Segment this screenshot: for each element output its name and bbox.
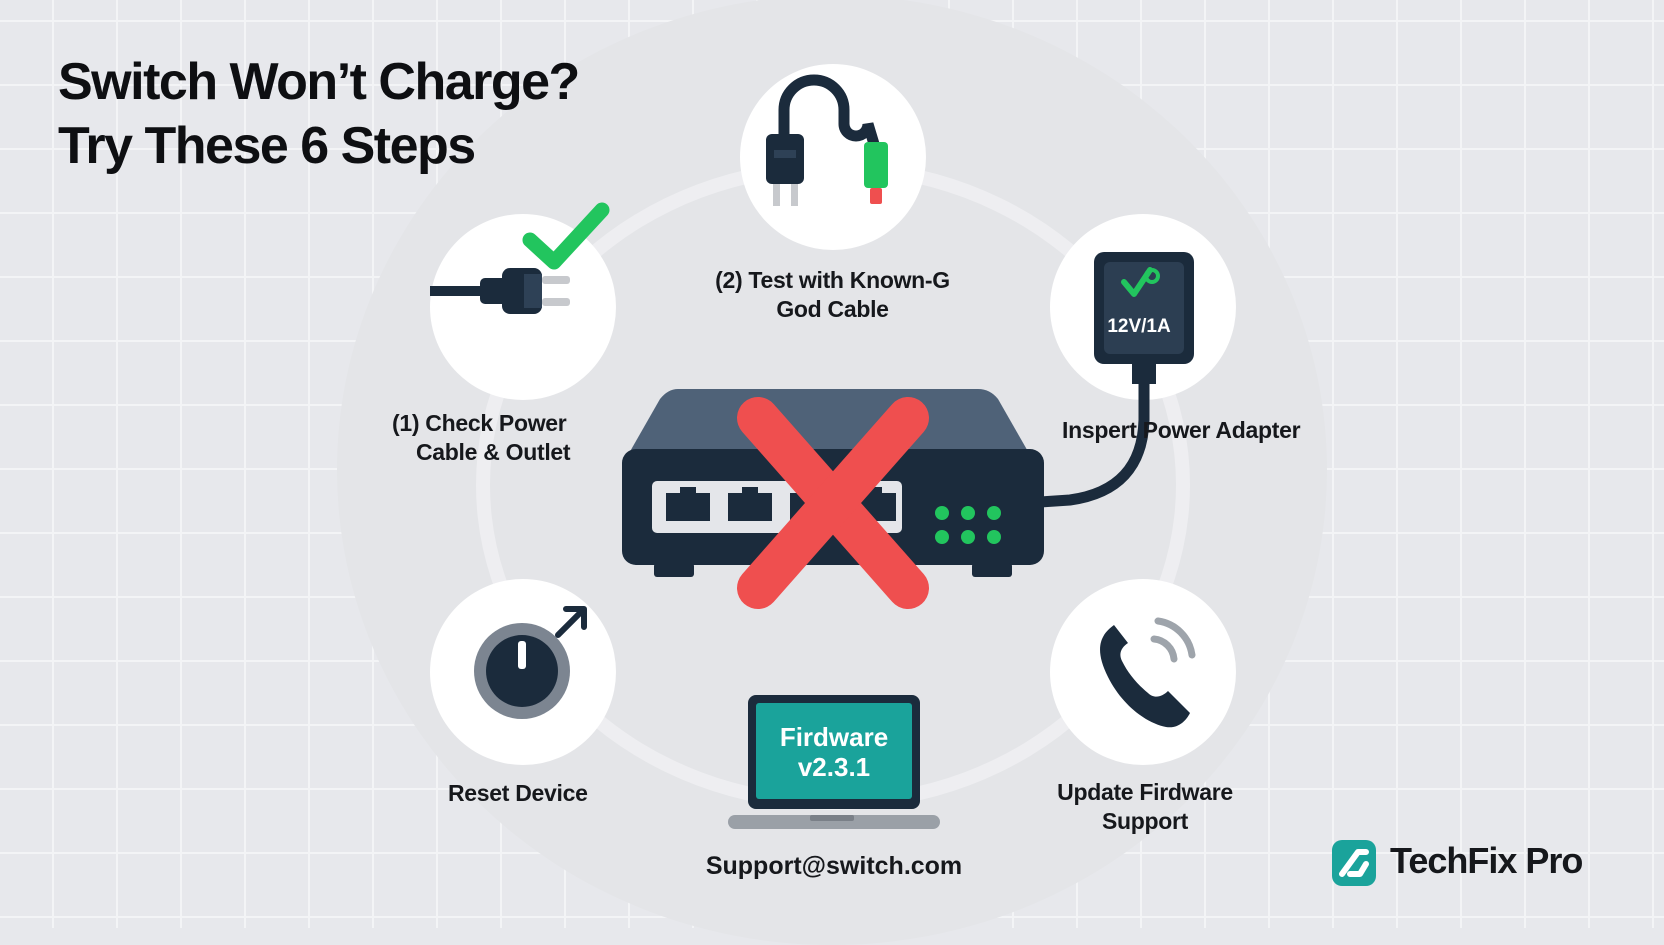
adapter-cable-icon [1034, 380, 1150, 508]
page-title: Switch Won’t Charge? Try These 6 Steps [58, 50, 580, 178]
step-4-circle [430, 579, 616, 765]
step-1-circle [430, 202, 616, 400]
checkmark-icon [522, 202, 610, 270]
step-3-circle [1050, 214, 1236, 400]
red-x-icon [737, 397, 929, 609]
adapter-rating-label: 12V/1A [1107, 316, 1171, 337]
step-2-label: (2) Test with Known-G God Cable [715, 267, 950, 322]
power-plug-check-icon [430, 268, 570, 314]
step-5-circle [1050, 579, 1236, 765]
usb-cable-icon [766, 74, 888, 206]
step-5-label: Update Firdware Support [1057, 779, 1233, 834]
techfix-logo-icon [1332, 840, 1376, 886]
power-adapter-icon [1094, 252, 1194, 384]
brand-name: TechFix Pro [1390, 840, 1583, 881]
phone-icon [1100, 617, 1196, 728]
step-2-circle [740, 64, 926, 250]
step-3-label: Inspert Power Adapter [1062, 417, 1301, 443]
power-knob-icon [474, 606, 587, 719]
firmware-screen: Firdware v2.3.1 [779, 722, 889, 782]
title-line-1: Switch Won’t Charge? [58, 53, 580, 111]
support-email[interactable]: Support@switch.com [705, 852, 963, 880]
step-1-label: (1) Check Power Cable & Outlet [392, 410, 571, 465]
laptop-icon [728, 695, 940, 829]
title-line-2: Try These 6 Steps [58, 117, 476, 175]
step-4-label: Reset Device [448, 780, 588, 806]
